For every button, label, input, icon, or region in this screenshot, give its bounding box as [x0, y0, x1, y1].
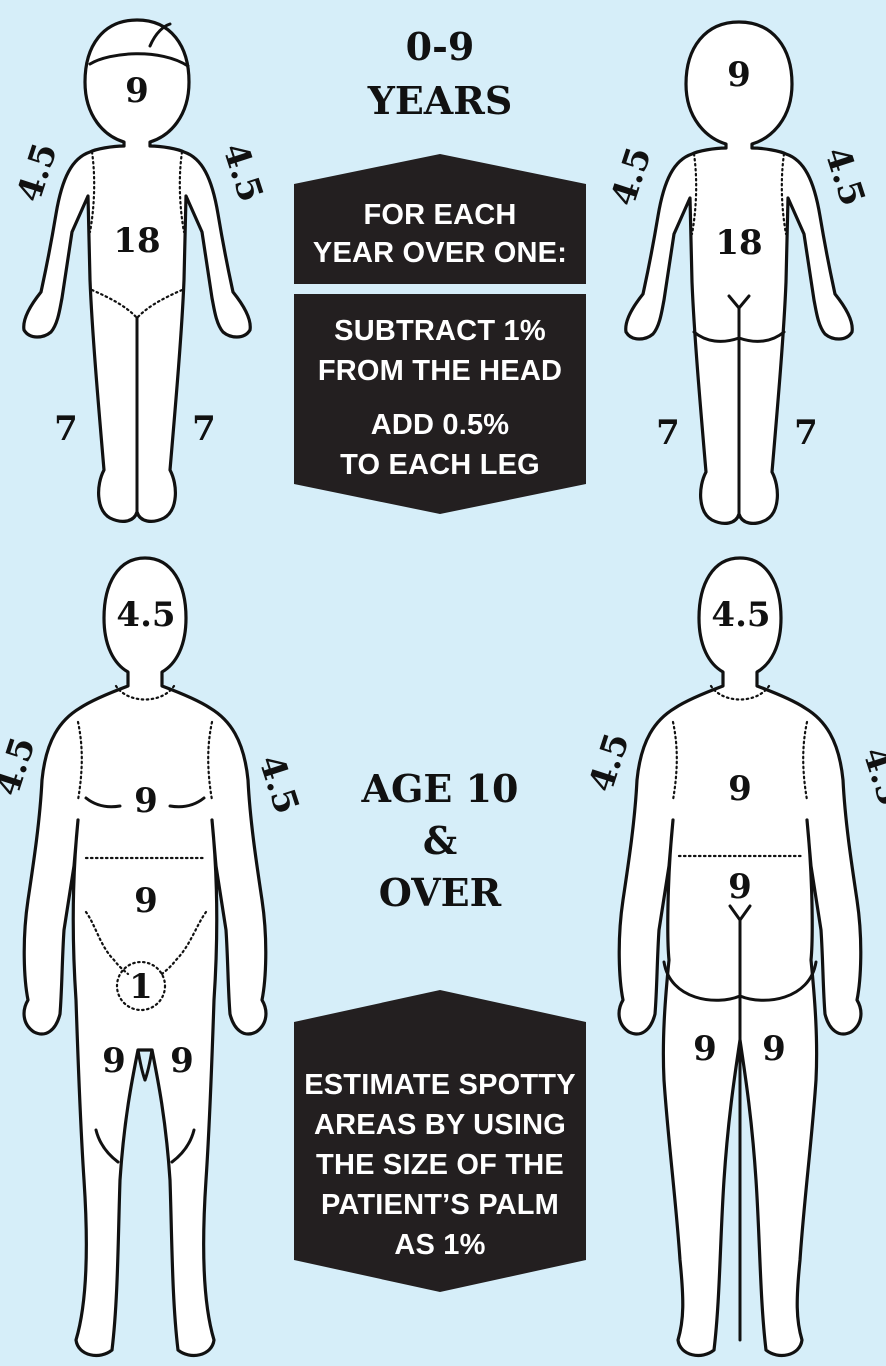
year-rule-body-line3: ADD 0.5%	[371, 409, 510, 441]
palm-note-line5: AS 1%	[394, 1229, 485, 1261]
child-back-head-value: 9	[727, 55, 751, 95]
child-back-leg-right-value: 7	[794, 413, 818, 453]
year-rule-body-line4: TO EACH LEG	[340, 449, 540, 481]
adult-front-abdomen-value: 9	[134, 881, 158, 921]
child-front-leg-left-value: 7	[54, 409, 78, 449]
adult-front-head-value: 4.5	[116, 595, 175, 635]
adult-back-leg-left-value: 9	[693, 1029, 717, 1069]
adults-heading-over: OVER	[379, 870, 502, 915]
adult-back-arm-left-value: 4.5	[581, 728, 637, 797]
adult-front-leg-right-value: 9	[170, 1041, 194, 1081]
child-back-leg-left-value: 7	[656, 413, 680, 453]
adults-heading-ampersand: &	[423, 818, 457, 863]
child-back-trunk-value: 18	[715, 223, 762, 263]
children-heading-years: YEARS	[367, 78, 513, 123]
adult-front-figure	[24, 558, 266, 1355]
child-back-arm-right-value: 4.5	[816, 142, 872, 211]
adult-back-lower-value: 9	[728, 867, 752, 907]
adult-back-figure	[619, 558, 861, 1355]
palm-note-line2: AREAS BY USING	[314, 1109, 566, 1141]
palm-estimate-box: ESTIMATE SPOTTY AREAS BY USING THE SIZE …	[294, 990, 586, 1292]
adult-front-chest-value: 9	[134, 781, 158, 821]
year-rule-header-box: FOR EACH YEAR OVER ONE:	[294, 154, 586, 284]
palm-note-line3: THE SIZE OF THE	[316, 1149, 564, 1181]
child-back-arm-left-value: 4.5	[603, 142, 659, 211]
child-front-head-value: 9	[125, 71, 149, 111]
child-front-arm-right-value: 4.5	[214, 138, 270, 207]
adult-front-arm-right-value: 4.5	[250, 750, 306, 819]
year-rule-body-line2: FROM THE HEAD	[318, 355, 562, 387]
adults-heading-age: AGE 10	[360, 766, 518, 811]
palm-note-line4: PATIENT’S PALM	[321, 1189, 559, 1221]
adult-front-arm-left-value: 4.5	[0, 732, 44, 801]
adult-front-genitals-value: 1	[129, 967, 153, 1007]
year-rule-header-line2: YEAR OVER ONE:	[313, 237, 567, 269]
adult-back-upper-value: 9	[728, 769, 752, 809]
adult-back-leg-right-value: 9	[762, 1029, 786, 1069]
children-heading-age: 0-9	[406, 24, 475, 69]
year-rule-header-line1: FOR EACH	[363, 199, 516, 231]
child-front-arm-left-value: 4.5	[9, 138, 65, 207]
adult-back-head-value: 4.5	[711, 595, 770, 635]
year-rule-body-line1: SUBTRACT 1%	[334, 315, 546, 347]
year-rule-body-box: SUBTRACT 1% FROM THE HEAD ADD 0.5% TO EA…	[294, 294, 586, 514]
child-front-trunk-value: 18	[113, 221, 160, 261]
adult-back-arm-right-value: 4.5	[854, 742, 886, 811]
adult-front-leg-left-value: 9	[102, 1041, 126, 1081]
palm-note-line1: ESTIMATE SPOTTY	[304, 1069, 576, 1101]
child-front-leg-right-value: 7	[192, 409, 216, 449]
